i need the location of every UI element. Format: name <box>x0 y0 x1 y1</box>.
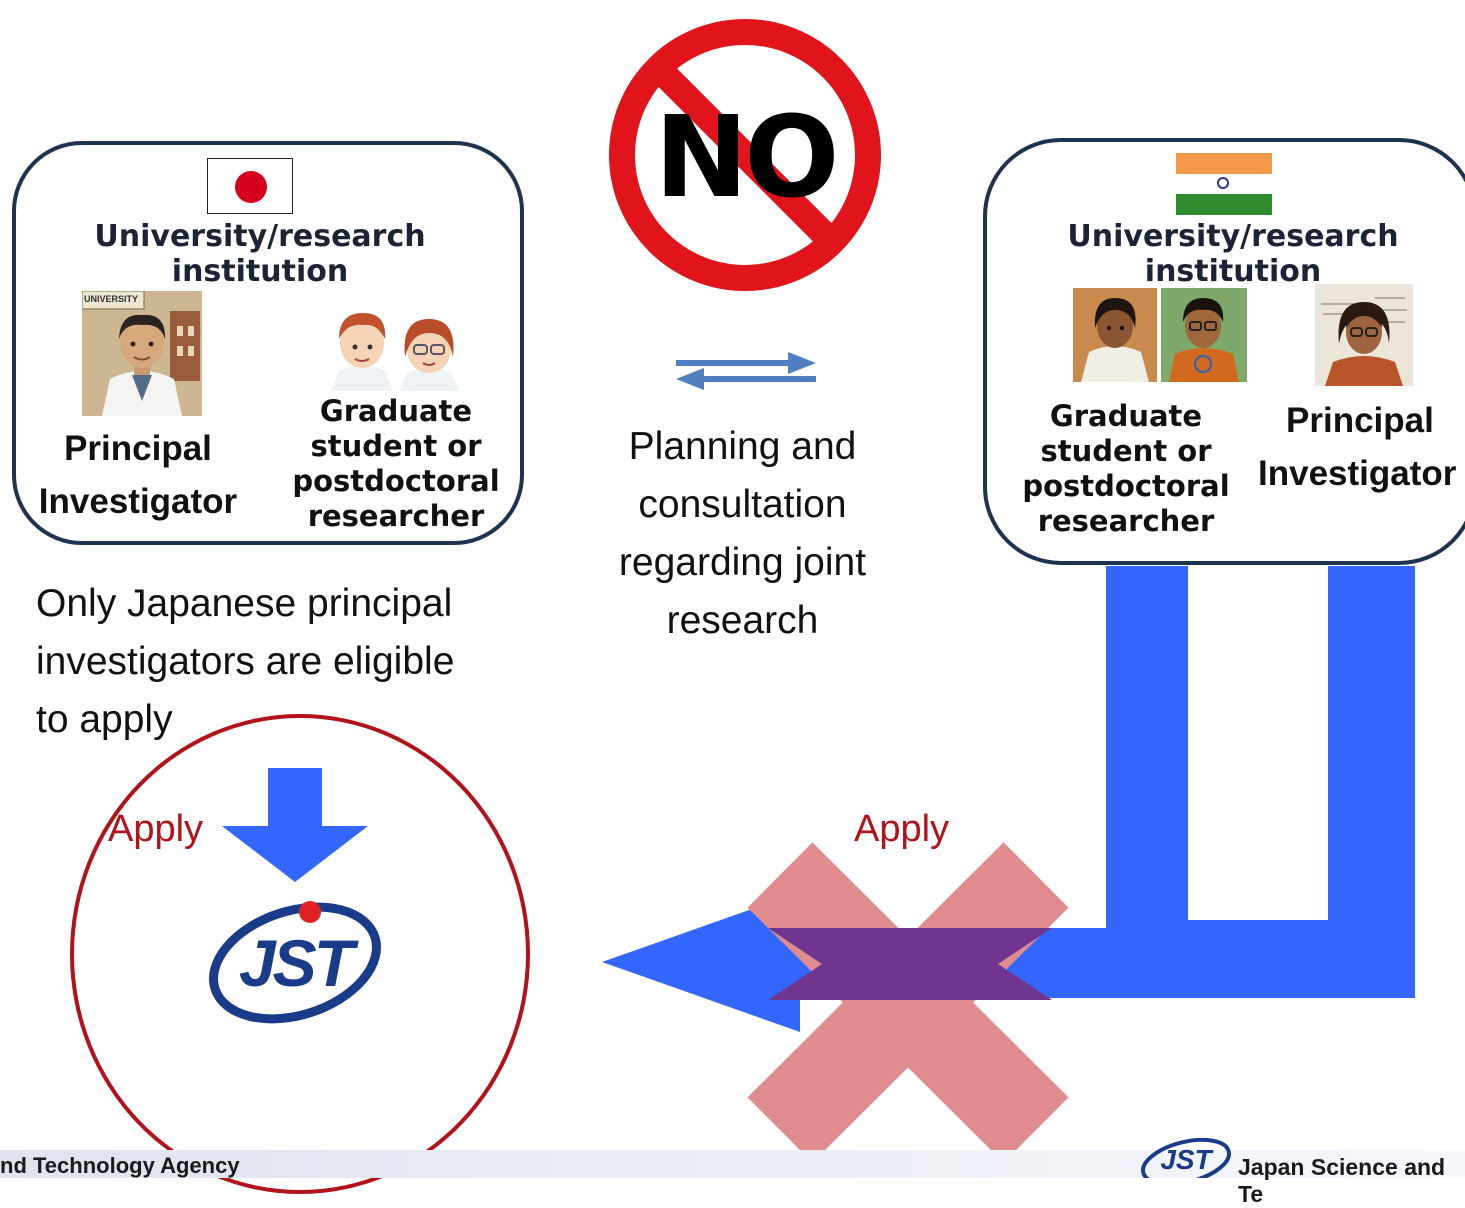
japan-pi-label: Principal Investigator <box>38 429 238 521</box>
right-arrow <box>676 352 816 374</box>
indian-students-photo <box>1073 288 1247 382</box>
no-sign-text: NO <box>654 93 840 223</box>
india-pi-label: Principal Investigator <box>1258 401 1457 493</box>
exchange-arrows-icon <box>676 352 816 390</box>
footer-jst-logo-icon: JST <box>1138 1137 1234 1187</box>
footer-right-text: Japan Science and Te <box>1238 1154 1446 1207</box>
jst-logo-text: JST <box>238 926 354 1000</box>
no-sign-icon: NO <box>605 15 885 295</box>
left-arrow <box>676 368 816 390</box>
india-institution-title: University/research institution <box>1067 219 1399 289</box>
japan-student-label: Graduate student or postdoctoral researc… <box>292 394 500 533</box>
japanese-students-photo <box>325 305 470 391</box>
down-arrow-icon <box>222 768 368 882</box>
japan-flag-icon <box>207 158 293 214</box>
footer-bar <box>0 1150 1465 1178</box>
joint-research-text: Planning and consultation regarding join… <box>618 425 867 642</box>
footer-left-text: nd Technology Agency <box>0 1153 240 1178</box>
india-flag-icon <box>1176 153 1272 215</box>
blocked-overlap-band <box>768 928 1052 1000</box>
footer-jst-logo-text: JST <box>1160 1144 1212 1175</box>
cross-mark-icon <box>747 842 1069 1163</box>
jst-logo-icon: JST <box>205 895 385 1025</box>
india-student-label: Graduate student or postdoctoral researc… <box>1022 399 1230 538</box>
apply-label-left: Apply <box>108 808 204 850</box>
apply-label-right: Apply <box>854 808 950 850</box>
indian-pi-photo <box>1315 284 1413 386</box>
japanese-pi-photo: UNIVERSITY <box>82 291 202 416</box>
japan-institution-title: University/research institution <box>94 219 426 289</box>
university-sign-label: UNIVERSITY <box>84 294 139 304</box>
eligibility-text: Only Japanese principal investigators ar… <box>36 582 455 741</box>
